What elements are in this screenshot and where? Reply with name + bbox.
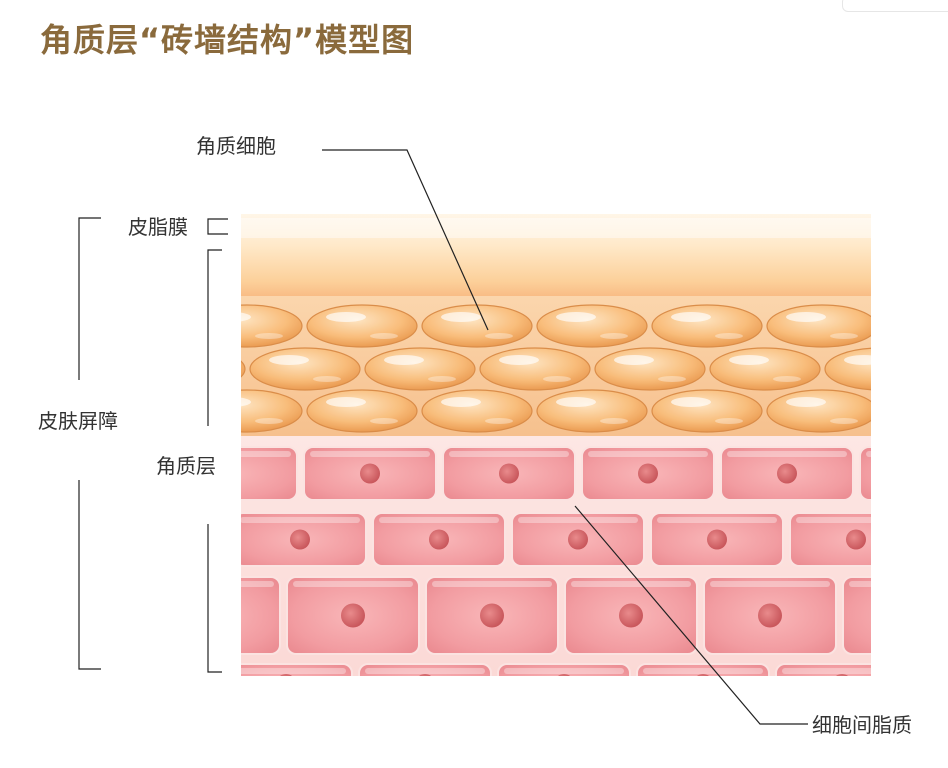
sebum-film-layer: [241, 214, 871, 304]
epidermal-cell: [581, 446, 715, 501]
epidermal-cell: [442, 446, 576, 501]
corneocyte-cell: [766, 304, 871, 348]
corneocyte-cell: [241, 360, 246, 378]
epidermal-cell: [358, 663, 492, 676]
epidermal-cell: [372, 512, 506, 567]
skin-barrier-bracket-bottom: [78, 480, 101, 670]
label-sebum-film: 皮脂膜: [128, 215, 188, 239]
corneocyte-cell: [940, 348, 948, 390]
label-corneocyte: 角质细胞: [196, 134, 276, 158]
epidermal-cell: [636, 663, 770, 676]
epidermal-cell: [241, 512, 367, 567]
corneocyte-cell: [241, 389, 303, 433]
lipid-leader-line: [574, 505, 808, 725]
corneocyte-cell: [882, 390, 948, 432]
corneocyte-cell: [421, 304, 533, 348]
epidermal-cell: [775, 663, 871, 676]
sebum-film-bracket: [207, 218, 228, 235]
stratum-corneum-bracket-top: [207, 249, 222, 426]
corneocyte-cell: [651, 304, 763, 348]
corneocyte-cell: [306, 389, 418, 433]
epidermal-cells: [241, 446, 948, 704]
epidermal-cell: [241, 446, 298, 501]
corneocyte-cell: [364, 347, 476, 391]
corneocyte-cell: [479, 347, 591, 391]
corneocyte-cell: [766, 389, 871, 433]
epidermal-cell: [859, 446, 871, 501]
corneocyte-cell: [709, 347, 821, 391]
corner-card: [842, 0, 948, 12]
epidermal-cell: [241, 576, 281, 655]
corneocyte-cell: [421, 389, 533, 433]
epidermal-cell: [915, 664, 948, 704]
label-skin-barrier: 皮肤屏障: [38, 409, 118, 433]
page-title: 角质层“砖墙结构”模型图: [40, 21, 415, 59]
epidermal-cell: [241, 663, 353, 676]
corneocyte-cell: [536, 389, 648, 433]
epidermal-cell: [650, 512, 784, 567]
corneocyte-cell: [306, 304, 418, 348]
epidermal-cell: [564, 576, 698, 655]
corneocyte-cell: [594, 347, 706, 391]
corneocyte-cell: [824, 347, 871, 391]
epidermal-cell: [842, 576, 871, 655]
sebum-highlight: [241, 218, 871, 238]
epidermal-cell: [789, 512, 871, 567]
corneocyte-leader-line: [322, 149, 489, 331]
corneocyte-cell: [882, 305, 948, 347]
stratum-corneum-bracket-bottom: [207, 524, 222, 673]
label-stratum-corneum: 角质层: [156, 454, 216, 478]
corneocyte-cell: [536, 304, 648, 348]
epidermal-cell: [929, 513, 948, 566]
epidermal-cell: [703, 576, 837, 655]
epidermal-cell: [720, 446, 854, 501]
epidermal-cell: [511, 512, 645, 567]
corneocyte-cells: [241, 304, 948, 433]
corneocyte-cell: [241, 304, 303, 348]
epidermal-cell: [497, 663, 631, 676]
epidermal-cell: [303, 446, 437, 501]
corneocyte-cell: [651, 389, 763, 433]
corneocyte-cell: [249, 347, 361, 391]
skin-barrier-bracket-top: [78, 217, 101, 380]
epidermal-cell: [286, 576, 420, 655]
label-intercellular-lipid: 细胞间脂质: [812, 713, 912, 737]
epidermal-cell: [425, 576, 559, 655]
